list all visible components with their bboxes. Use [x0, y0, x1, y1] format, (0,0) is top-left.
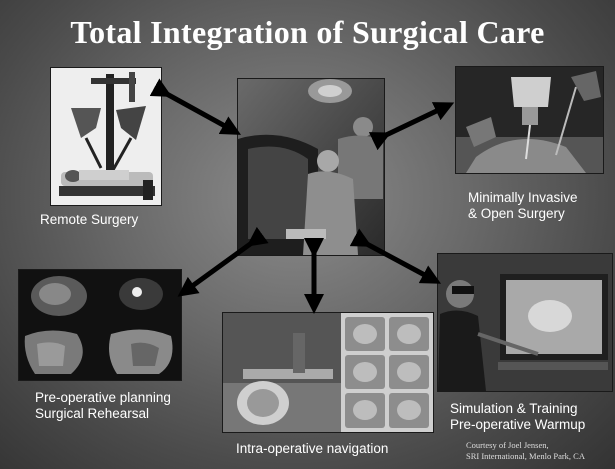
remote-surgery-photo [50, 67, 162, 206]
intraoperative-navigation-caption: Intra-operative navigation [236, 441, 388, 457]
arrow-center-to-minimal [384, 106, 447, 136]
arrow-remote-to-center [165, 93, 234, 131]
preoperative-planning-image [18, 269, 182, 381]
credit-text: Courtesy of Joel Jensen, SRI Internation… [466, 440, 585, 462]
remote-surgery-caption: Remote Surgery [40, 212, 138, 228]
minimally-invasive-photo [455, 66, 604, 174]
minimally-invasive-caption: Minimally Invasive & Open Surgery [468, 190, 578, 222]
intraoperative-navigation-photo [222, 312, 434, 433]
simulation-training-caption: Simulation & Training Pre-operative Warm… [450, 401, 585, 433]
operating-room-photo [237, 78, 385, 256]
simulation-training-photo [437, 253, 613, 392]
slide-title: Total Integration of Surgical Care [0, 14, 615, 51]
preoperative-planning-caption: Pre-operative planning Surgical Rehearsa… [35, 390, 171, 422]
